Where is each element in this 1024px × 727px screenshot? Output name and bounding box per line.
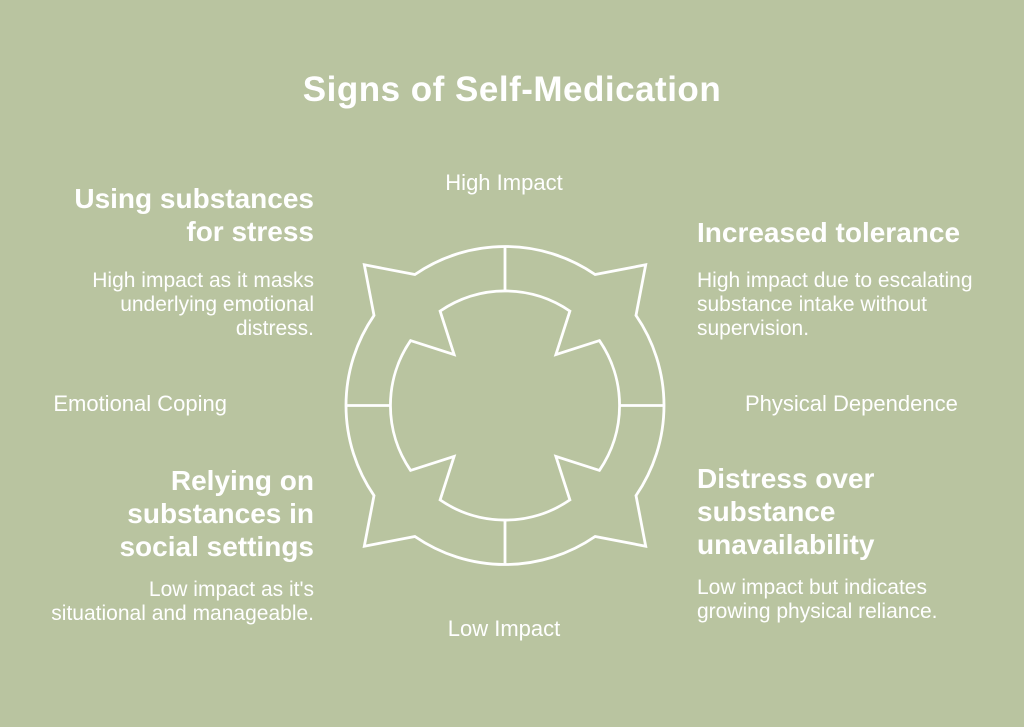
quadrant-top-left-body: High impact as it masks underlying emoti… bbox=[92, 269, 314, 340]
quadrant-bottom-right-heading: Distress over substance unavailability bbox=[697, 463, 875, 560]
axis-label-high-impact: High Impact bbox=[445, 170, 563, 195]
cycle-ring-outer-outline bbox=[344, 245, 666, 566]
quadrant-bottom-left-body: Low impact as it's situational and manag… bbox=[51, 578, 314, 625]
quadrant-top-right-heading: Increased tolerance bbox=[697, 217, 961, 248]
cycle-ring-divider-lines bbox=[346, 246, 664, 565]
cycle-ring-inner-outline bbox=[389, 289, 621, 522]
quadrant-top-right-body: High impact due to escalating substance … bbox=[697, 269, 973, 340]
quadrant-bottom-left-heading: Relying on substances in social settings bbox=[119, 465, 314, 562]
page-title: Signs of Self-Medication bbox=[302, 70, 722, 109]
axis-label-physical-dependence: Physical Dependence bbox=[745, 391, 958, 416]
quadrant-bottom-right-body: Low impact but indicates growing physica… bbox=[697, 576, 938, 623]
axis-label-low-impact: Low Impact bbox=[447, 616, 561, 641]
quadrant-top-left-heading: Using substances for stress bbox=[74, 183, 314, 247]
axis-label-emotional-coping: Emotional Coping bbox=[53, 391, 227, 416]
